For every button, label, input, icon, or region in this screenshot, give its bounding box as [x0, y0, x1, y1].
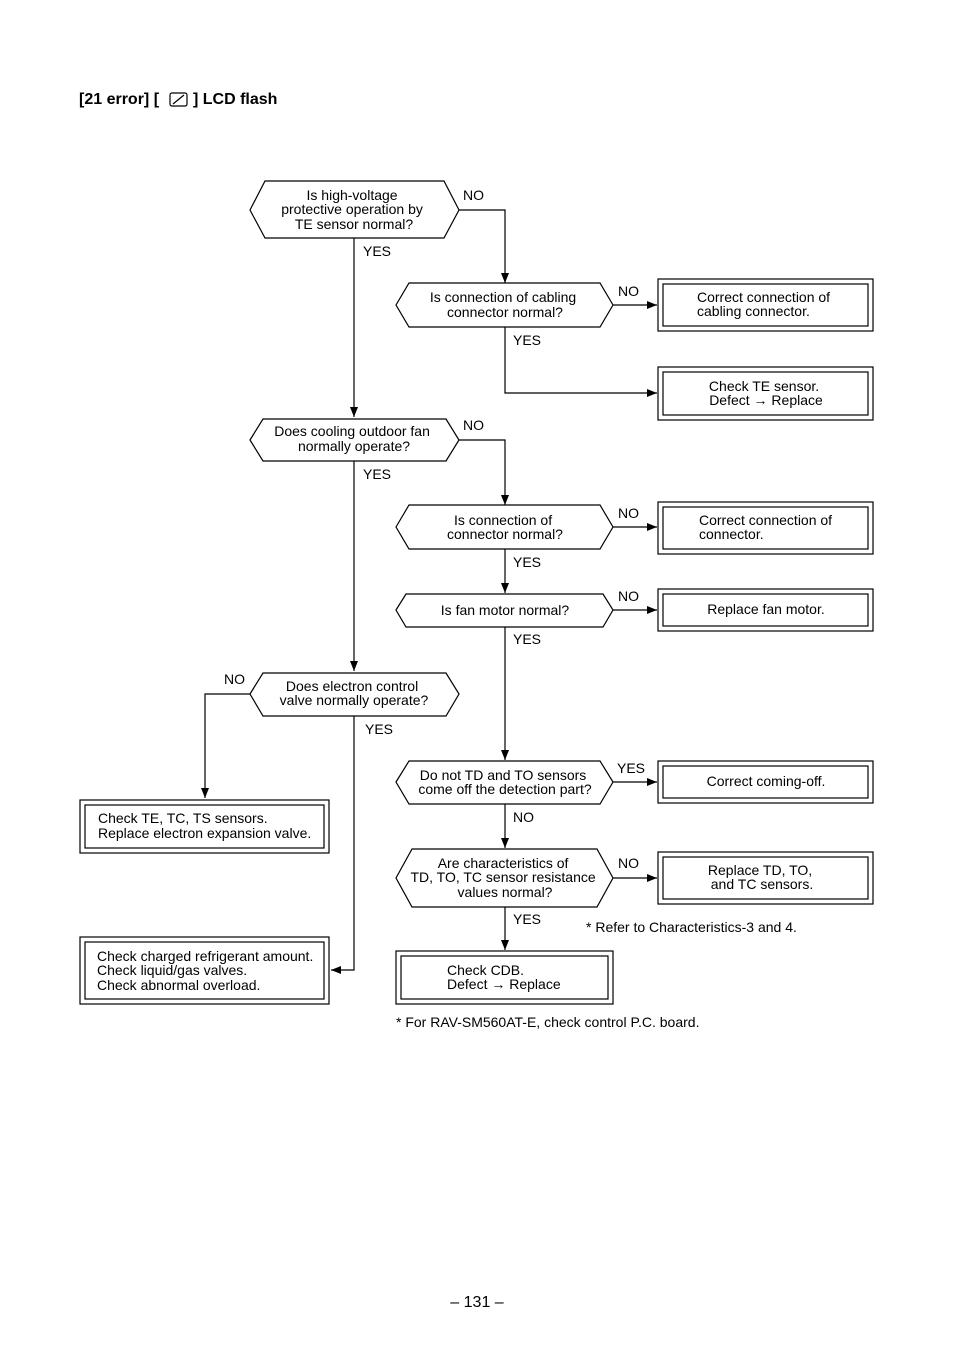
label-no: NO	[618, 283, 639, 299]
label-yes: YES	[617, 760, 645, 776]
connectors	[201, 209, 657, 974]
decision-td-to-sensors: Do not TD and TO sensors come off the de…	[395, 760, 614, 805]
label-yes: YES	[363, 243, 391, 259]
note-model: * For RAV-SM560AT-E, check control P.C. …	[396, 1014, 699, 1030]
note-characteristics: * Refer to Characteristics-3 and 4.	[586, 919, 797, 935]
label-no: NO	[463, 187, 484, 203]
svg-text:Is fan motor normal?: Is fan motor normal?	[441, 602, 570, 618]
action-correct-cabling: Correct connection of cabling connector.	[657, 278, 874, 332]
action-check-refrigerant: Check charged refrigerant amount. Check …	[79, 936, 330, 1005]
svg-text:Does cooling outdoor fan: Does cooling outdoor fan normally operat…	[274, 423, 434, 454]
decision-fan-motor: Is fan motor normal?	[395, 593, 614, 628]
label-yes: YES	[365, 721, 393, 737]
page-title: [21 error] [	[79, 91, 160, 108]
svg-text:Check CDB. Defect → Repl: Check CDB. Defect → Replace	[447, 962, 561, 992]
decision-sensor-resistance: Are characteristics of TD, TO, TC sensor…	[395, 848, 614, 908]
label-no: NO	[618, 505, 639, 521]
label-yes: YES	[513, 554, 541, 570]
svg-text:Correct connection of co: Correct connection of connector.	[699, 512, 836, 542]
decision-outdoor-fan: Does cooling outdoor fan normally operat…	[249, 418, 460, 462]
action-replace-fan-motor: Replace fan motor.	[657, 588, 874, 632]
svg-text:Is high-voltage protecti: Is high-voltage protective operation by …	[281, 187, 427, 232]
action-check-cdb: Check CDB. Defect → Replace	[395, 950, 614, 1005]
decision-cabling-connector: Is connection of cabling connector norma…	[395, 282, 614, 328]
page-title-suffix: ] LCD flash	[193, 91, 277, 108]
label-yes: YES	[513, 911, 541, 927]
svg-text:Is connection of cabling: Is connection of cabling connector norma…	[430, 289, 580, 320]
branch-labels: NO YES NO YES NO YES NO YES NO YES NO YE…	[224, 187, 645, 927]
action-check-te-tc-ts: Check TE, TC, TS sensors. Replace electr…	[79, 799, 330, 854]
action-correct-connector: Correct connection of connector.	[657, 501, 874, 555]
decision-electron-valve: Does electron control valve normally ope…	[249, 672, 460, 717]
svg-text:Check charged refrigerant amou: Check charged refrigerant amount. Check …	[97, 948, 317, 993]
decision-connector: Is connection of connector normal?	[395, 504, 614, 550]
lcd-symbol-icon	[169, 92, 188, 107]
svg-text:Are characteristics of T: Are characteristics of TD, TO, TC sensor…	[410, 855, 599, 900]
decision-te-sensor: Is high-voltage protective operation by …	[249, 180, 460, 239]
label-no: NO	[618, 588, 639, 604]
svg-text:Check TE, TC, TS sensors.: Check TE, TC, TS sensors. Replace electr…	[98, 810, 311, 841]
svg-text:Do not TD and TO sensors: Do not TD and TO sensors come off the de…	[418, 767, 592, 797]
page-number: – 131 –	[450, 1294, 503, 1311]
label-yes: YES	[513, 332, 541, 348]
svg-text:Correct coming-off.: Correct coming-off.	[707, 773, 826, 789]
label-yes: YES	[363, 466, 391, 482]
svg-text:Replace fan motor.: Replace fan motor.	[707, 601, 825, 617]
svg-text:Correct connection of ca: Correct connection of cabling connector.	[697, 289, 834, 319]
label-no: NO	[513, 809, 534, 825]
svg-text:Check TE sensor. Defect: Check TE sensor. Defect → Replace	[709, 378, 823, 408]
svg-text:Is connection of connect: Is connection of connector normal?	[447, 512, 563, 542]
label-no: NO	[224, 671, 245, 687]
svg-text:Replace TD, TO, and TC s: Replace TD, TO, and TC sensors.	[708, 862, 816, 892]
action-correct-coming-off: Correct coming-off.	[657, 760, 874, 804]
svg-text:Does electron control va: Does electron control valve normally ope…	[280, 678, 429, 708]
label-yes: YES	[513, 631, 541, 647]
label-no: NO	[463, 417, 484, 433]
label-no: NO	[618, 855, 639, 871]
action-check-te-sensor: Check TE sensor. Defect → Replace	[657, 366, 874, 421]
action-replace-td-to-tc: Replace TD, TO, and TC sensors.	[657, 851, 874, 905]
